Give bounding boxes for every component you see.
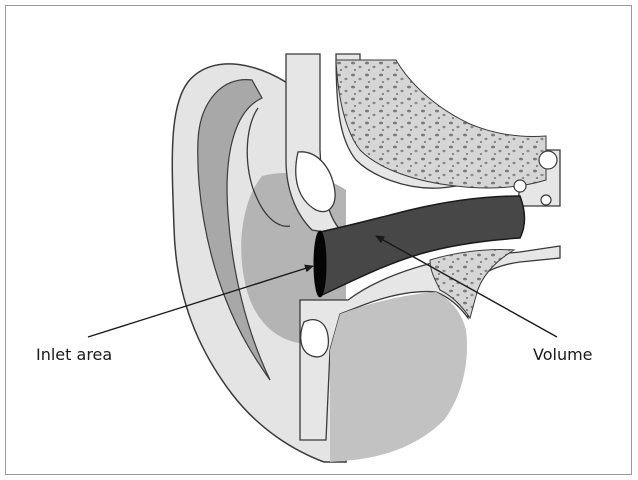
inlet-area-label: Inlet area [36,347,112,363]
volume-label: Volume [533,347,593,363]
inlet-area [314,231,326,297]
